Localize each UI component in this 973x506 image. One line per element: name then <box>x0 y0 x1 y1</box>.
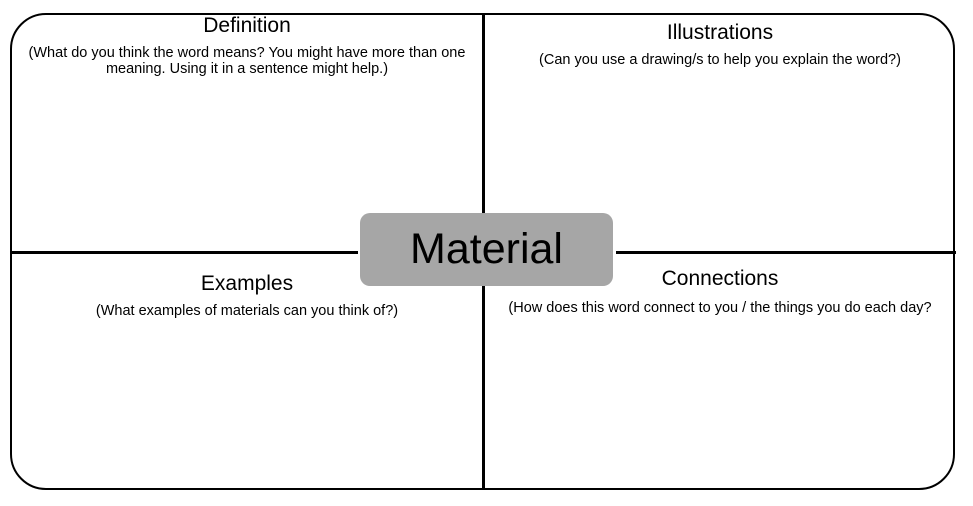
connections-prompt: (How does this word connect to you / the… <box>508 300 932 316</box>
center-word-box: Material <box>360 213 613 286</box>
definition-title: Definition <box>203 14 291 37</box>
illustrations-prompt: (Can you use a drawing/s to help you exp… <box>539 52 901 68</box>
examples-prompt: (What examples of materials can you thin… <box>95 303 399 319</box>
definition-prompt-line-2: meaning. Using it in a sentence might he… <box>105 61 389 77</box>
horizontal-divider-right <box>616 251 956 254</box>
definition-prompt: (What do you think the word means? You m… <box>18 45 476 77</box>
illustrations-title: Illustrations <box>666 21 774 44</box>
examples-title: Examples <box>200 272 294 295</box>
definition-quadrant[interactable]: Definition (What do you think the word m… <box>18 14 476 77</box>
connections-quadrant[interactable]: Connections (How does this word connect … <box>484 267 956 316</box>
examples-quadrant[interactable]: Examples (What examples of materials can… <box>18 272 476 319</box>
connections-title: Connections <box>661 267 779 290</box>
horizontal-divider-left <box>10 251 358 254</box>
illustrations-quadrant[interactable]: Illustrations (Can you use a drawing/s t… <box>484 21 956 68</box>
definition-prompt-line-1: (What do you think the word means? You m… <box>28 45 466 61</box>
